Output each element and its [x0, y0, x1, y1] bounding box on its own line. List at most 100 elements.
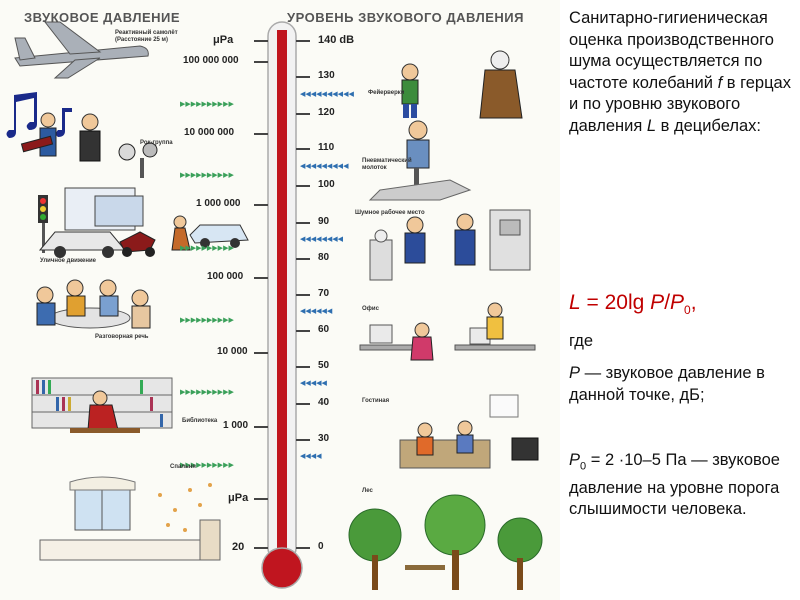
db-label: 120	[318, 107, 335, 118]
forest-icon	[348, 494, 543, 590]
header-sound-pressure: ЗВУКОВОЕ ДАВЛЕНИЕ	[24, 10, 181, 25]
scale-tick	[296, 439, 310, 441]
formula-mid: = 20lg	[580, 291, 651, 314]
db-label: 110	[318, 142, 335, 153]
thermometer-bulb	[261, 547, 303, 589]
office-icon	[359, 302, 536, 361]
scale-tick	[296, 148, 310, 150]
bedroom-icon	[39, 476, 221, 561]
formula-p: P	[650, 291, 665, 314]
caption-living: Гостиная	[362, 398, 390, 404]
scale-tick	[296, 547, 310, 549]
def-p-var: P	[569, 364, 581, 382]
living-room-icon	[399, 394, 539, 469]
scale-tick	[254, 61, 268, 63]
noisy-workplace-icon	[369, 209, 531, 281]
db-label: 140 dB	[318, 34, 355, 46]
scale-tick	[296, 185, 310, 187]
db-label: 40	[318, 397, 330, 408]
scale-tick	[296, 258, 310, 260]
scale-tick	[254, 277, 268, 279]
caption-fireworks: Фейерверки	[368, 90, 405, 96]
where-text: где	[569, 332, 594, 350]
intro-paragraph: Санитарно-гигиеническая оценка производс…	[569, 8, 794, 137]
scale-tick	[296, 294, 310, 296]
scale-tick	[296, 330, 310, 332]
arrow-marker-living: ◀◀◀◀◀	[300, 379, 327, 387]
pressure-label: μPa	[213, 34, 234, 46]
music-notes-icon	[6, 92, 72, 138]
db-label: 30	[318, 433, 330, 444]
intro-text: в децибелах:	[656, 116, 761, 135]
scale-tick	[296, 366, 310, 368]
db-label: 70	[318, 288, 330, 299]
db-label: 0	[318, 541, 324, 552]
pressure-label: 10 000	[217, 346, 248, 357]
intro-text: в герцах и по уровню звукового давления	[569, 73, 791, 135]
caption-rock: Рок-группа	[140, 140, 173, 146]
arrow-marker-traffic: ▶▶▶▶▶▶▶▶▶▶	[180, 171, 234, 179]
scale-tick	[254, 547, 268, 549]
street-traffic-icon	[38, 187, 249, 258]
scale-tick	[254, 498, 268, 500]
caption-hammer: Пневматический молоток	[362, 158, 412, 171]
db-label: 130	[318, 70, 335, 81]
caption-forest: Лес	[362, 488, 373, 494]
caption-library: Библиотека	[182, 418, 218, 424]
conversation-group-icon	[36, 279, 151, 329]
scale-tick	[296, 40, 310, 42]
scale-tick	[296, 113, 310, 115]
arrow-marker-library: ▶▶▶▶▶▶▶▶▶▶	[180, 388, 234, 396]
db-label: 100	[318, 179, 335, 190]
pressure-label: μPa	[228, 492, 249, 504]
rock-band-icon	[20, 112, 158, 178]
arrow-marker-hammer: ◀◀◀◀◀◀◀◀◀	[300, 162, 349, 170]
pressure-label: 10 000 000	[184, 127, 235, 138]
caption-bedroom: Спальня	[170, 464, 196, 470]
caption-jet-text: Реактивный самолёт (Расстояние 25 м)	[115, 30, 178, 43]
db-label: 50	[318, 360, 330, 371]
var-l: L	[646, 116, 657, 135]
db-label: 60	[318, 324, 330, 335]
arrow-marker-fireworks: ◀◀◀◀◀◀◀◀◀◀	[300, 90, 354, 98]
scale-tick	[296, 76, 310, 78]
thermometer-mercury	[277, 30, 287, 560]
def-p0-var: P	[569, 451, 581, 469]
var-f: f	[717, 73, 723, 92]
arrow-marker-rock: ▶▶▶▶▶▶▶▶▶▶	[180, 100, 234, 108]
formula-p0: P	[670, 291, 685, 314]
scale-tick	[254, 352, 268, 354]
scale-tick	[296, 403, 310, 405]
formula-lhs: L	[569, 291, 581, 314]
db-label: 20	[232, 541, 245, 553]
pressure-label: 100 000 000	[183, 55, 239, 66]
library-icon	[31, 377, 173, 433]
intro-text: Санитарно-гигиеническая оценка производс…	[569, 9, 774, 92]
jackhammer-worker-icon	[368, 120, 472, 201]
formula: L = 20lg P/P0,	[569, 291, 697, 317]
def-p-text: — звуковое давление в данной точке, дБ;	[569, 364, 765, 404]
def-p0-sub: 0	[580, 460, 587, 473]
formula-slash: /	[664, 291, 671, 314]
caption-office: Офис	[362, 306, 379, 312]
jet-plane-icon	[14, 21, 149, 79]
poster-illustration	[6, 21, 543, 590]
definition-p: P — звуковое давление в данной точке, дБ…	[569, 363, 794, 406]
db-label: 90	[318, 216, 330, 227]
formula-tail: ,	[690, 291, 697, 314]
scale-tick	[254, 40, 268, 42]
arrow-marker-office: ◀◀◀◀◀◀	[300, 307, 333, 315]
pressure-label: 1 000 000	[196, 198, 241, 209]
arrow-marker-workplace: ◀◀◀◀◀◀◀◀	[300, 235, 344, 243]
arrow-marker-traffic-2: ▶▶▶▶▶▶▶▶▶▶	[180, 244, 234, 252]
scale-tick	[296, 222, 310, 224]
sound-pressure-poster: ЗВУКОВОЕ ДАВЛЕНИЕ УРОВЕНЬ ЗВУКОВОГО ДАВЛ…	[6, 10, 543, 590]
header-sound-level: УРОВЕНЬ ЗВУКОВОГО ДАВЛЕНИЯ	[287, 10, 524, 25]
explanation-panel: Санитарно-гигиеническая оценка производс…	[560, 0, 800, 600]
arrow-marker-forest: ◀◀◀◀	[300, 452, 322, 460]
formula-sub0: 0	[684, 303, 691, 318]
fireworks-people-icon	[401, 50, 523, 119]
caption-jet: Реактивный самолёт (Расстояние 25 м)	[115, 30, 178, 44]
scale-tick	[254, 204, 268, 206]
caption-conversation: Разговорная речь	[95, 334, 149, 340]
